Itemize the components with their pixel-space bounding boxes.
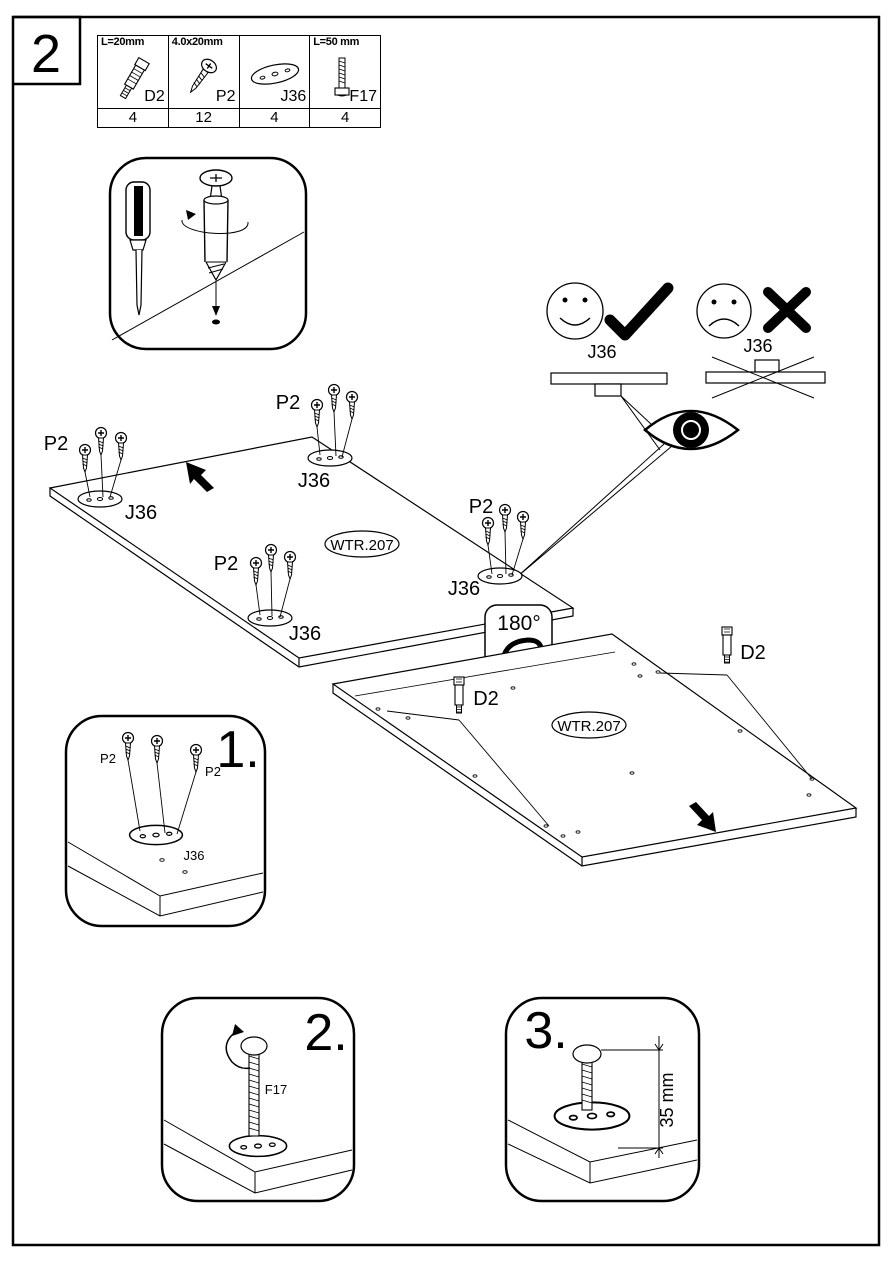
j36-label: J36 bbox=[448, 578, 480, 600]
step-box bbox=[13, 15, 82, 86]
top-panel: WTR.207 P2 J36 P2 J36 P2 J36 P2 J36 bbox=[44, 383, 575, 668]
inset-3: 3. 35 mm bbox=[504, 996, 701, 1203]
d2-label: D2 bbox=[473, 688, 499, 710]
part-code: P2 bbox=[215, 88, 236, 105]
dimension-label: 35 mm bbox=[657, 1072, 677, 1127]
part-size: L=50 mm bbox=[313, 36, 360, 48]
eye-icon bbox=[643, 409, 741, 451]
part-code: J36 bbox=[280, 88, 307, 105]
part-size: L=20mm bbox=[101, 36, 145, 48]
orientation-check: J36 J36 bbox=[516, 282, 826, 578]
cam-dowel-icon bbox=[181, 169, 249, 325]
j36-label: J36 bbox=[289, 623, 321, 645]
panel-code: WTR.207 bbox=[557, 718, 620, 735]
f17-label: F17 bbox=[265, 1082, 287, 1097]
page-border bbox=[11, 15, 881, 1247]
bottom-panel: WTR.207 D2 D2 bbox=[331, 626, 858, 867]
frown-icon bbox=[696, 283, 752, 339]
j36-label: J36 bbox=[125, 502, 157, 524]
inset-1: 1. P2 P2 J36 bbox=[64, 714, 267, 928]
part-size: 4.0x20mm bbox=[171, 36, 223, 48]
direction-arrow-icon bbox=[186, 462, 214, 492]
j36-label: J36 bbox=[298, 470, 330, 492]
screw-icon bbox=[189, 58, 217, 94]
step-number: 2 bbox=[31, 24, 61, 84]
correct-label: J36 bbox=[587, 342, 616, 362]
leveler-bolt-icon bbox=[334, 57, 350, 97]
substep-1-label: 1. bbox=[216, 721, 259, 779]
rotate-arrow-icon bbox=[225, 1029, 251, 1070]
part-code: F17 bbox=[349, 88, 377, 105]
screwdriver-icon bbox=[125, 181, 151, 316]
part-qty: 12 bbox=[167, 108, 240, 128]
p2-label: P2 bbox=[214, 553, 238, 575]
p2-label: P2 bbox=[276, 392, 300, 414]
checkmark-icon bbox=[604, 282, 674, 341]
j36-label: J36 bbox=[184, 848, 205, 863]
wrong-label: J36 bbox=[743, 336, 772, 356]
cross-icon bbox=[763, 287, 811, 333]
part-cell-d2: L=20mm D2 bbox=[97, 35, 169, 109]
inset-2: 2. F17 bbox=[160, 996, 356, 1203]
plate-icon bbox=[250, 63, 299, 85]
panel-code: WTR.207 bbox=[330, 537, 393, 554]
cam-dowel-icon bbox=[119, 56, 150, 100]
p2-label: P2 bbox=[44, 433, 68, 455]
parts-table: L=20mm D2 4.0x20mm bbox=[97, 35, 381, 128]
p2-label: P2 bbox=[469, 496, 493, 518]
rotate-label: 180° bbox=[497, 612, 540, 635]
substep-3-label: 3. bbox=[524, 1002, 567, 1060]
part-qty: 4 bbox=[309, 108, 381, 128]
p2-label: P2 bbox=[100, 751, 116, 766]
part-cell-j36: J36 bbox=[238, 35, 311, 109]
smiley-icon bbox=[546, 282, 604, 340]
part-code: D2 bbox=[144, 88, 165, 105]
screwdriver-inset bbox=[108, 156, 308, 351]
d2-label: D2 bbox=[740, 642, 766, 664]
part-cell-f17: L=50 mm F17 bbox=[309, 35, 381, 109]
direction-arrow-icon bbox=[689, 802, 716, 832]
substep-2-label: 2. bbox=[304, 1004, 347, 1062]
p2-label: P2 bbox=[205, 764, 221, 779]
part-qty: 4 bbox=[97, 108, 169, 128]
